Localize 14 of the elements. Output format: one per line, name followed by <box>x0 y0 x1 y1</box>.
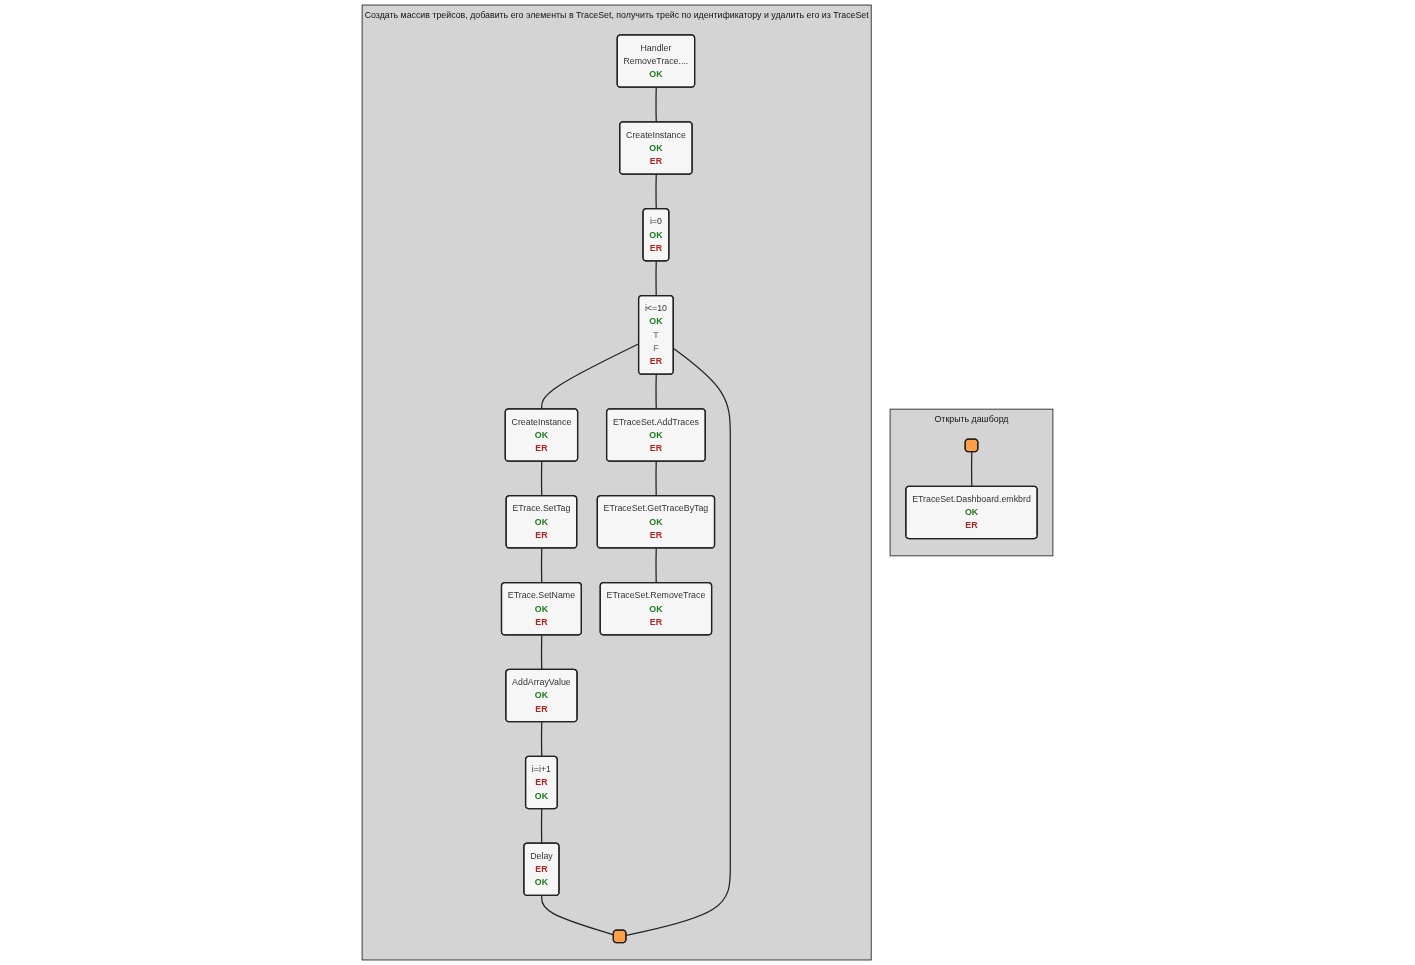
connector <box>655 373 657 410</box>
connector <box>541 895 615 936</box>
connector <box>655 86 657 123</box>
connector <box>655 460 657 497</box>
connector <box>970 451 973 488</box>
connector <box>540 547 543 584</box>
connector <box>655 547 657 584</box>
connector <box>625 347 731 936</box>
connector <box>655 260 657 297</box>
connector <box>540 460 543 497</box>
connector <box>540 634 543 671</box>
connector <box>655 173 657 210</box>
connector <box>540 721 543 758</box>
connector <box>540 808 543 845</box>
